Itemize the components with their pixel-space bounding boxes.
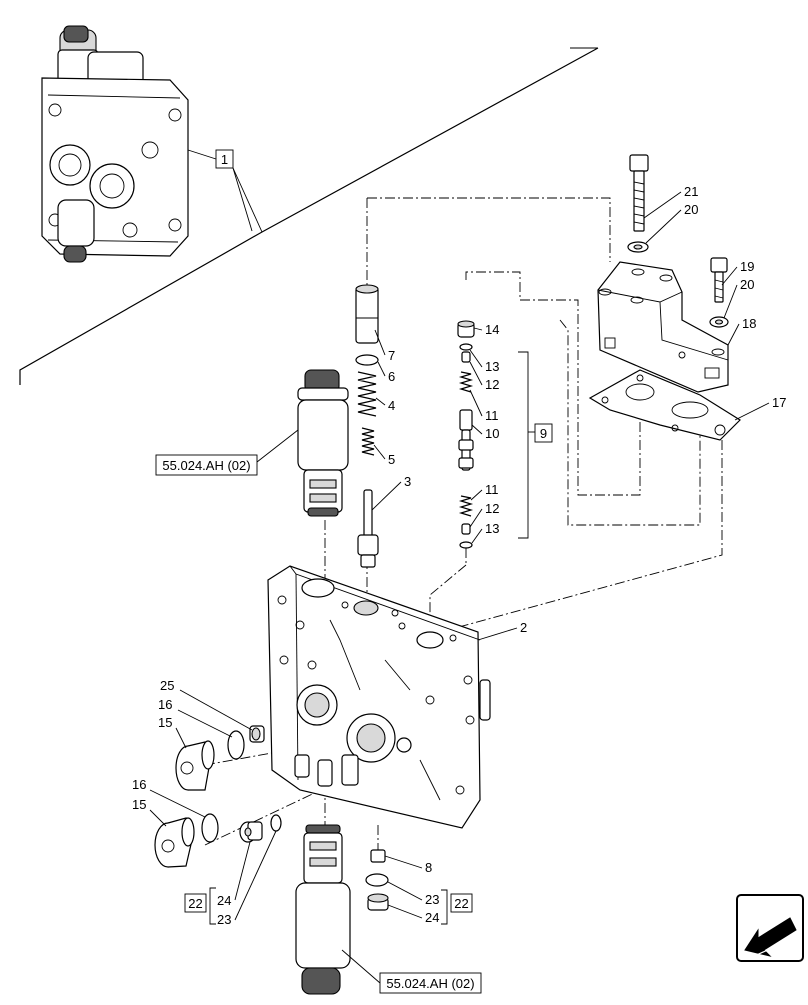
gasket-17 [588,369,741,441]
svg-text:8: 8 [425,860,432,875]
callout-1: 1 [187,149,263,233]
svg-text:15: 15 [132,797,146,812]
callouts-8-22-23-24: 8 23 24 22 24 23 22 [184,830,473,927]
svg-text:12: 12 [485,501,499,516]
plug-15-upper [175,740,215,791]
svg-text:10: 10 [485,426,499,441]
svg-text:24: 24 [217,893,231,908]
washer-20-right [709,316,729,328]
svg-text:11: 11 [485,408,499,423]
plug-15-lower [154,817,195,868]
svg-text:55.024.AH (02): 55.024.AH (02) [162,458,250,473]
svg-text:12: 12 [485,377,499,392]
svg-text:19: 19 [740,259,754,274]
spool-3 [357,489,379,568]
svg-text:13: 13 [485,521,499,536]
solenoid-bottom [295,824,351,995]
svg-text:5: 5 [388,452,395,467]
callouts-3-to-7: 7 6 4 5 3 [371,329,411,511]
svg-text:11: 11 [485,482,499,497]
callouts-15-16-25: 25 16 15 16 15 [132,678,253,827]
svg-text:6: 6 [388,369,395,384]
svg-text:25: 25 [160,678,174,693]
spring-4 [357,371,377,417]
overview-separator [19,47,599,385]
svg-text:22: 22 [188,896,202,911]
spool-stack-9 [457,320,475,549]
plug-24-right [367,893,389,911]
callouts-17-to-21: 21 20 19 20 18 17 [643,184,786,421]
svg-text:16: 16 [158,697,172,712]
fitting-25 [249,725,265,743]
solenoid-top [297,369,349,517]
bolt-21 [629,154,649,232]
svg-text:18: 18 [742,316,756,331]
reference-solenoid-bottom: 55.024.AH (02) [341,949,482,994]
spring-5 [361,427,375,456]
svg-text:23: 23 [217,912,231,927]
plug-8 [370,849,386,863]
svg-text:20: 20 [740,277,754,292]
cover-plate-18 [597,261,729,393]
o-ring-16-upper [227,730,245,760]
svg-text:13: 13 [485,359,499,374]
o-ring-6 [355,354,379,366]
svg-text:9: 9 [540,426,547,441]
bolt-19 [710,257,728,303]
svg-text:20: 20 [684,202,698,217]
callout-2: 2 [477,620,527,641]
o-ring-16-lower [201,813,219,843]
callouts-10-to-14: 14 13 12 11 10 11 12 13 9 [469,322,553,544]
svg-text:15: 15 [158,715,172,730]
svg-text:7: 7 [388,348,395,363]
svg-text:2: 2 [520,620,527,635]
svg-text:16: 16 [132,777,146,792]
valve-body [267,565,491,829]
svg-text:14: 14 [485,322,499,337]
svg-text:24: 24 [425,910,439,925]
plug-24-left [239,821,263,843]
svg-text:1: 1 [221,152,228,167]
o-ring-23-right [365,873,389,887]
reference-solenoid-top: 55.024.AH (02) [155,429,299,476]
svg-text:23: 23 [425,892,439,907]
svg-text:55.024.AH (02): 55.024.AH (02) [386,976,474,991]
svg-text:22: 22 [454,896,468,911]
arrow-back-icon[interactable] [736,894,804,962]
svg-text:4: 4 [388,398,395,413]
o-ring-23-left [270,814,282,832]
washer-20-top [627,241,649,253]
svg-text:21: 21 [684,184,698,199]
sleeve-7 [355,284,379,344]
svg-text:17: 17 [772,395,786,410]
overview-valve-thumbnail [41,25,189,263]
svg-text:3: 3 [404,474,411,489]
